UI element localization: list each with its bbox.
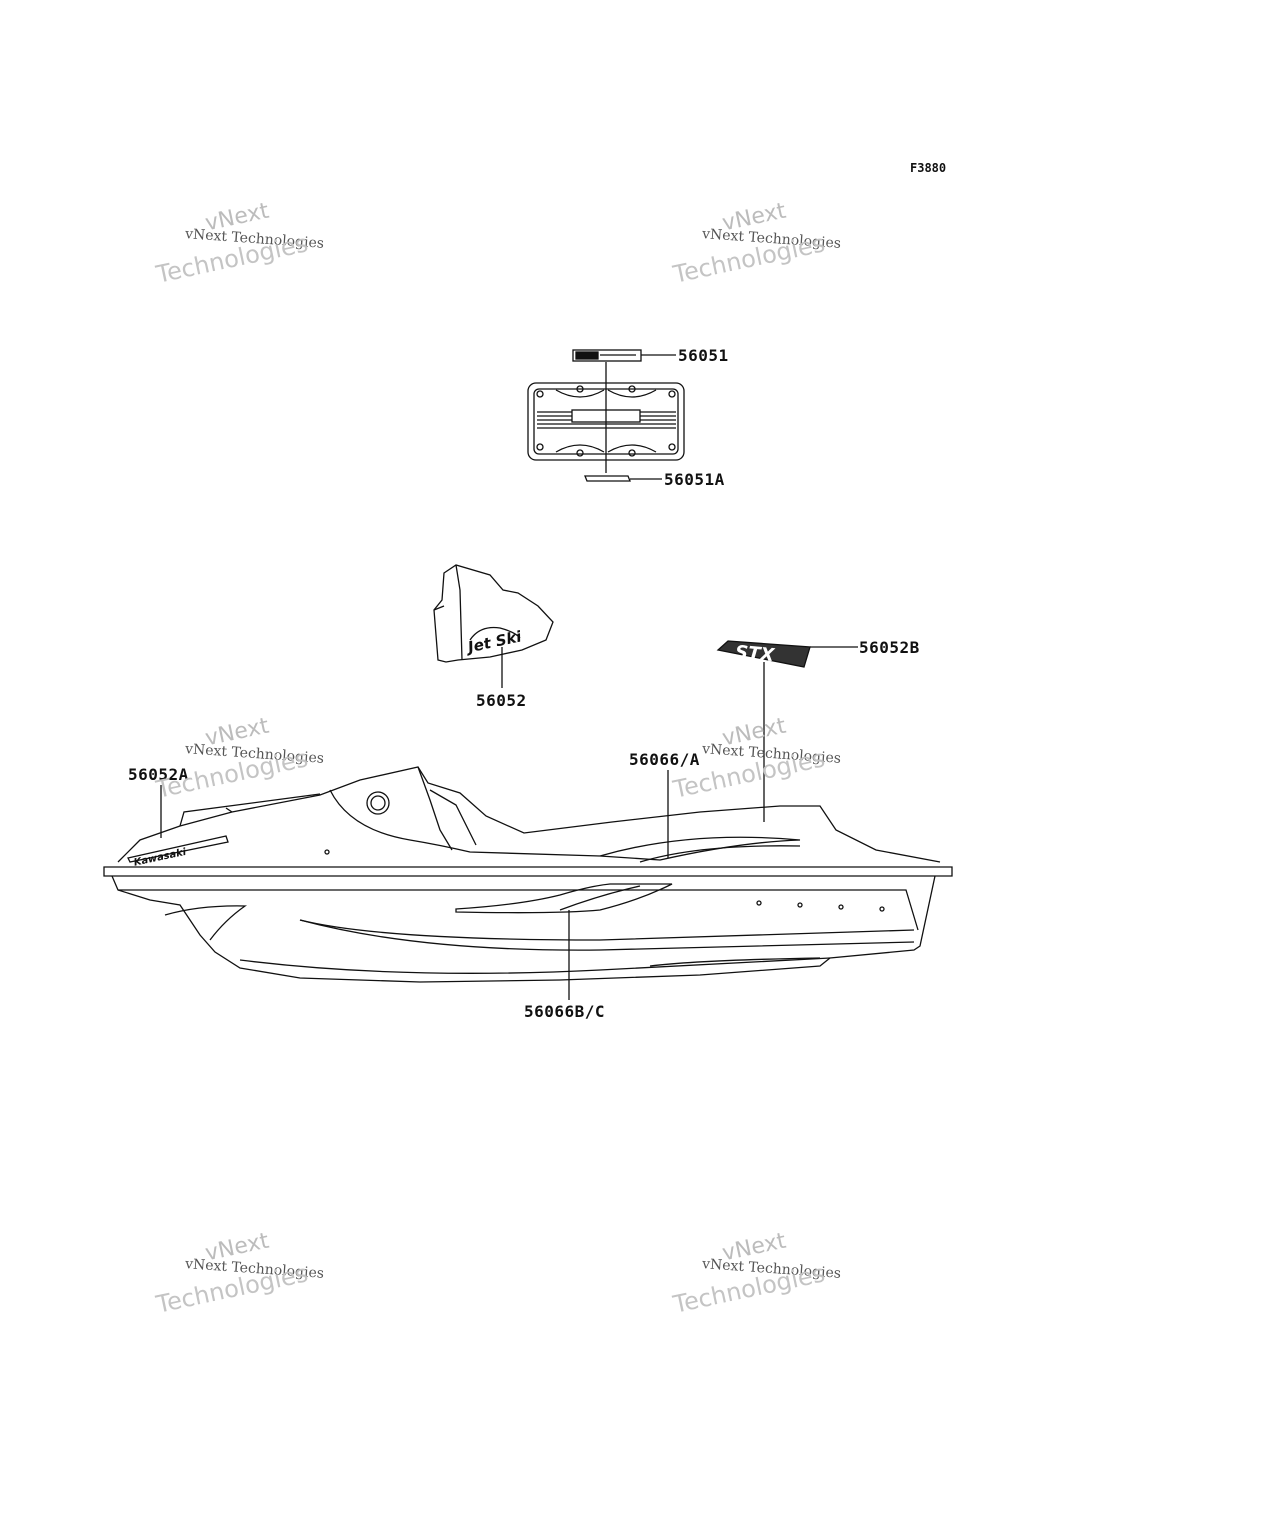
- decal-56051-icon: [572, 349, 676, 362]
- part-label-56051[interactable]: 56051: [678, 346, 729, 365]
- figure-code: F3880: [910, 161, 947, 175]
- stx-decal-icon: STX: [716, 640, 858, 822]
- part-label-56051a[interactable]: 56051A: [664, 470, 725, 489]
- part-label-56066a[interactable]: 56066/A: [629, 750, 700, 769]
- decal-56051a-icon: [584, 475, 662, 482]
- engine-cover-icon: [527, 362, 685, 473]
- svg-text:Jet Ski: Jet Ski: [463, 627, 523, 657]
- svg-text:Kawasaki: Kawasaki: [133, 847, 188, 869]
- handlebar-pad-icon: Jet Ski: [433, 564, 554, 688]
- part-label-56052[interactable]: 56052: [476, 691, 527, 710]
- part-label-56052a[interactable]: 56052A: [128, 765, 189, 784]
- part-label-56066bc[interactable]: 56066B/C: [524, 1002, 606, 1021]
- svg-text:STX: STX: [734, 642, 776, 666]
- watercraft-icon: Kawasaki: [103, 766, 953, 983]
- part-label-56052b[interactable]: 56052B: [859, 638, 920, 657]
